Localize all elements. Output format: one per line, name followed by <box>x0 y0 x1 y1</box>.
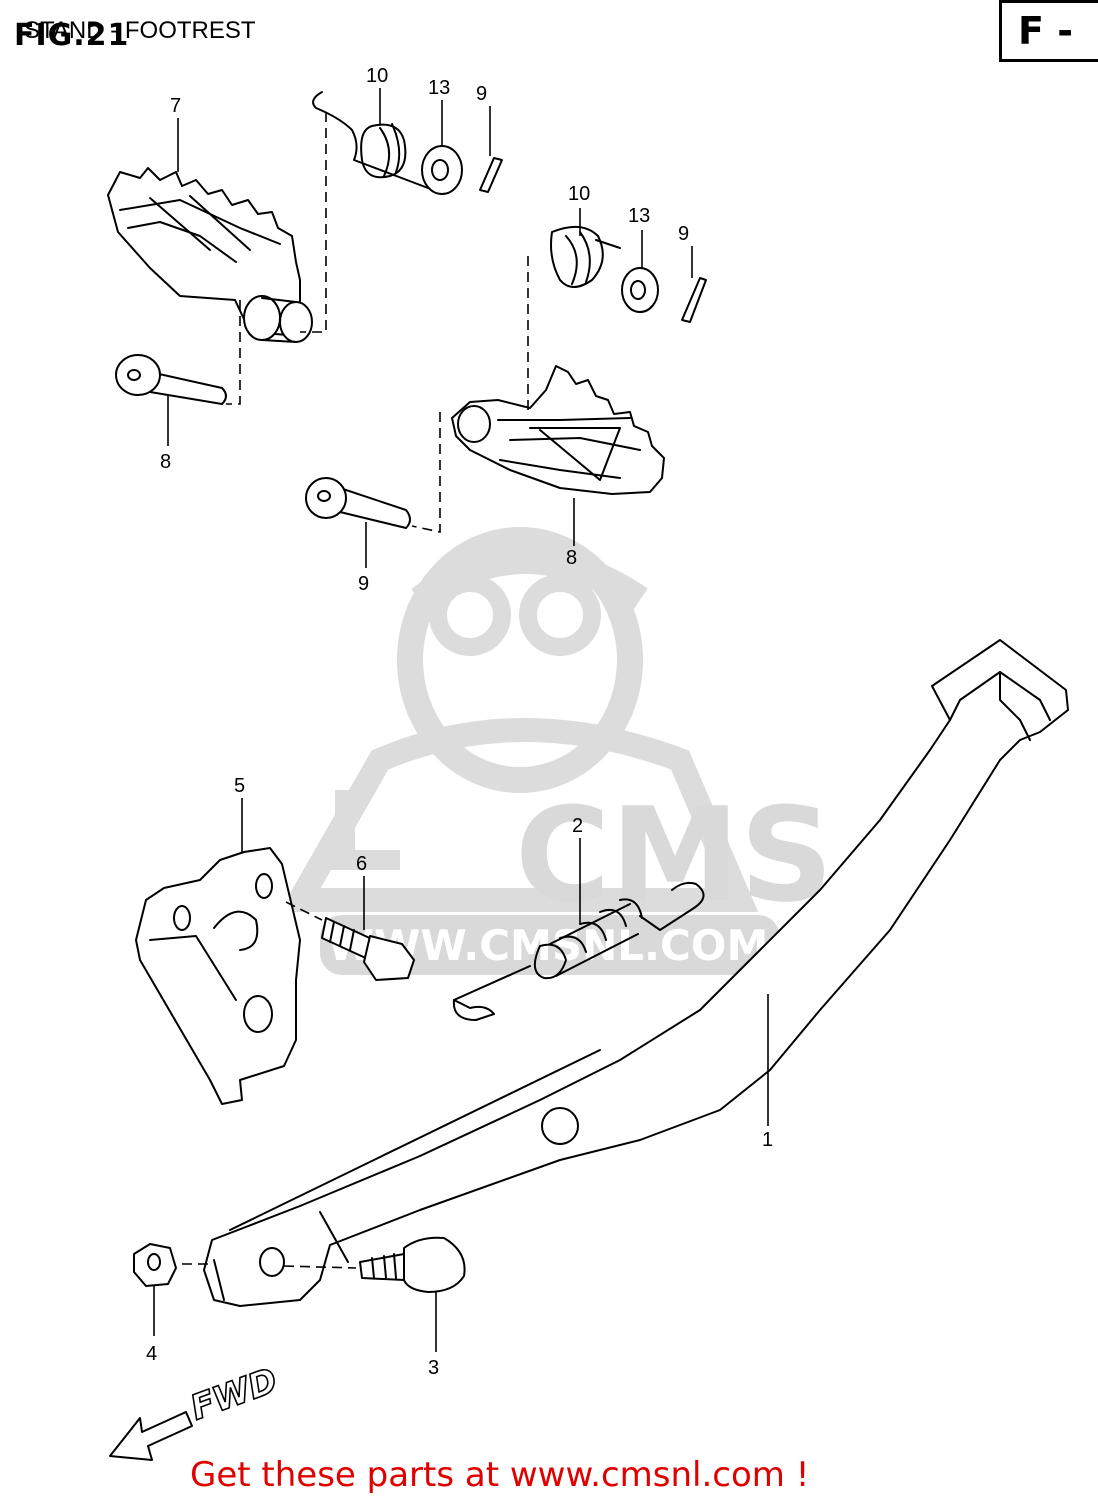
footrest-right <box>451 365 665 495</box>
footrest-left <box>107 167 313 343</box>
footrest-pin-left <box>115 354 227 405</box>
callout-label: 8 <box>160 451 171 473</box>
cms-watermark-logo: CMS WWW.CMSNL.COM <box>279 527 833 975</box>
watermark-brand: CMS <box>515 779 833 931</box>
assembly-line <box>285 901 323 921</box>
stand-pivot-bolt <box>359 1236 466 1293</box>
footer-link-text[interactable]: Get these parts at www.cmsnl.com ! <box>190 1455 810 1495</box>
assembly-line <box>283 1265 357 1269</box>
figure-label: FIG.21 <box>14 18 130 53</box>
callout-label: 13 <box>428 77 450 99</box>
callout-label: 4 <box>146 1343 157 1365</box>
callout-label: 9 <box>678 223 689 245</box>
callout-label: 10 <box>568 183 590 205</box>
callouts: 7 10 13 9 10 13 9 8 8 9 5 6 2 1 4 3 <box>146 65 773 1379</box>
washer-left <box>421 145 463 195</box>
callout-label: 1 <box>762 1129 773 1151</box>
callout-label: 3 <box>428 1357 439 1379</box>
callout-label: 8 <box>566 547 577 569</box>
side-stand <box>203 639 1069 1307</box>
assembly-line <box>226 300 241 405</box>
section-code-box: F - <box>999 0 1098 62</box>
assembly-line <box>300 112 327 333</box>
section-code: F - <box>1018 9 1073 53</box>
stand-bracket <box>135 847 301 1105</box>
stand-nut <box>133 1243 177 1287</box>
callout-label: 9 <box>476 83 487 105</box>
callout-label: 2 <box>572 815 583 837</box>
callout-label: 10 <box>366 65 388 87</box>
diagram-title: STAND - FOOTREST <box>24 17 256 44</box>
callout-label: 6 <box>356 853 367 875</box>
assembly-line <box>411 412 441 533</box>
callout-label: 13 <box>628 205 650 227</box>
footrest-pin-right <box>305 477 411 529</box>
footrest-spring-left <box>312 91 429 189</box>
stand-spring <box>452 881 705 1021</box>
cotter-pin-right <box>681 277 707 323</box>
footrest-spring-right <box>550 225 621 288</box>
bracket-bolt <box>321 917 415 981</box>
cotter-pin-left <box>479 157 503 193</box>
callout-label: 7 <box>170 95 181 117</box>
fwd-label: FWD <box>185 1360 282 1428</box>
washer-right <box>621 267 659 313</box>
callout-label: 9 <box>358 573 369 595</box>
callout-label: 5 <box>234 775 245 797</box>
forward-arrow-icon: FWD <box>109 1360 283 1461</box>
